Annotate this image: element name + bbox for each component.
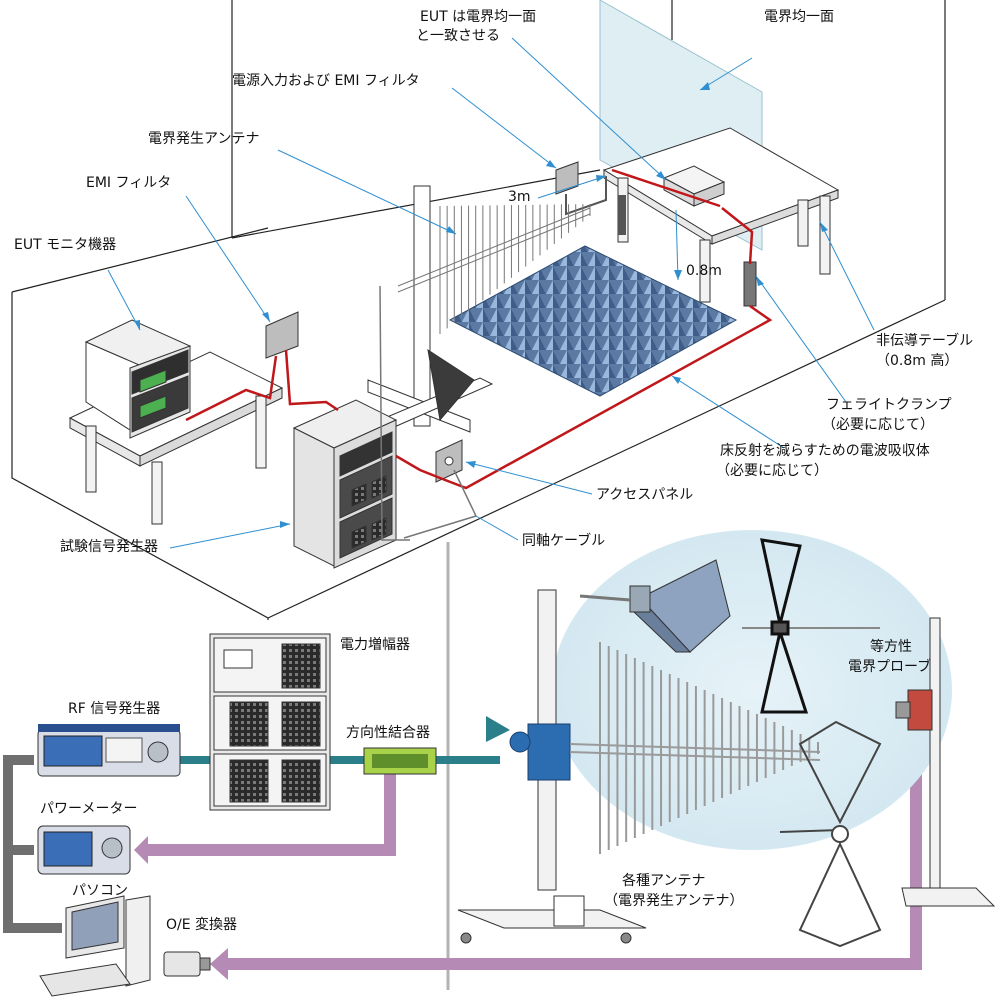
power-meter [37, 825, 131, 875]
label-eut-align-1: EUT は電界均一面 [420, 9, 537, 25]
label-access-panel: アクセスパネル [596, 487, 694, 503]
label-rf-sig-gen: RF 信号発生器 [68, 701, 161, 717]
label-absorber-1: 床反射を減らすための電波吸収体 [720, 443, 930, 459]
label-ferrite-1: フェライトクランプ [826, 397, 952, 413]
antenna-mast [367, 185, 494, 433]
label-coax-cable: 同軸ケーブル [522, 533, 606, 549]
pc [39, 895, 151, 997]
label-eut-monitor: EUT モニタ機器 [14, 237, 117, 253]
biconical-antenna-lower [779, 720, 882, 948]
label-antennas-1: 各種アンテナ [622, 873, 706, 889]
label-oe-converter: O/E 変換器 [166, 917, 238, 933]
eut-monitor-rack [84, 319, 192, 439]
label-0-8m: 0.8m [686, 263, 722, 279]
isotropic-probe-stand [895, 617, 996, 907]
emi-filter-box [265, 311, 299, 359]
antenna-mount [509, 723, 571, 781]
label-ferrite-2: （必要に応じて） [822, 417, 934, 433]
horn-antenna [579, 559, 731, 653]
label-power-meter: パワーメーター [40, 801, 138, 817]
label-power-amp: 電力増幅器 [340, 637, 410, 653]
log-periodic-antenna [569, 642, 821, 854]
label-field-antenna: 電界発生アンテナ [148, 131, 260, 147]
biconical-antenna-upper [742, 538, 880, 714]
label-test-signal-gen: 試験信号発生器 [60, 539, 158, 555]
floor-absorber [448, 245, 738, 397]
label-emi-filter: EMI フィルタ [86, 175, 172, 191]
coupler-to-powermeter-line [148, 774, 396, 856]
log-periodic-antenna-room [397, 204, 591, 334]
label-nonconductive-table-2: （0.8m 高） [876, 353, 959, 369]
leader-arrowheads [134, 82, 828, 528]
label-eut-align-2: と一致させる [416, 28, 500, 44]
label-antennas-2: （電界発生アンテナ） [604, 893, 744, 909]
power-input-emi-filter [555, 161, 579, 195]
label-3m: 3m [508, 189, 531, 205]
label-nonconductive-table-1: 非伝導テーブル [876, 333, 974, 349]
oe-arrowhead [210, 948, 228, 980]
powermeter-arrowhead [134, 836, 148, 864]
rf-signal-generator [37, 724, 181, 777]
label-power-input-emi: 電源入力および EMI フィルタ [232, 73, 420, 89]
table-cable-clamp [618, 195, 626, 235]
label-uniform-plane: 電界均一面 [764, 9, 834, 25]
antenna-bubble [552, 530, 952, 850]
label-isotropic-1: 等方性 [870, 639, 912, 655]
ferrite-clamp [743, 261, 757, 307]
label-isotropic-2: 電界プローブ [848, 659, 932, 675]
test-signal-generator-rack [292, 399, 398, 569]
pc-gray-cable [3, 755, 62, 933]
room-leader-lines [107, 37, 875, 549]
directional-coupler [363, 747, 437, 775]
label-absorber-2: （必要に応じて） [716, 463, 828, 479]
oe-converter [163, 951, 211, 977]
antenna-pointer-arrow [486, 716, 510, 742]
power-input-cable [565, 176, 607, 216]
label-directional-coupler: 方向性結合器 [346, 725, 430, 741]
label-pc: パソコン [72, 883, 128, 899]
power-amplifier [209, 633, 331, 811]
emi-red-cables [185, 168, 773, 490]
access-panel [435, 439, 463, 483]
probe-to-oe-line [226, 734, 922, 970]
